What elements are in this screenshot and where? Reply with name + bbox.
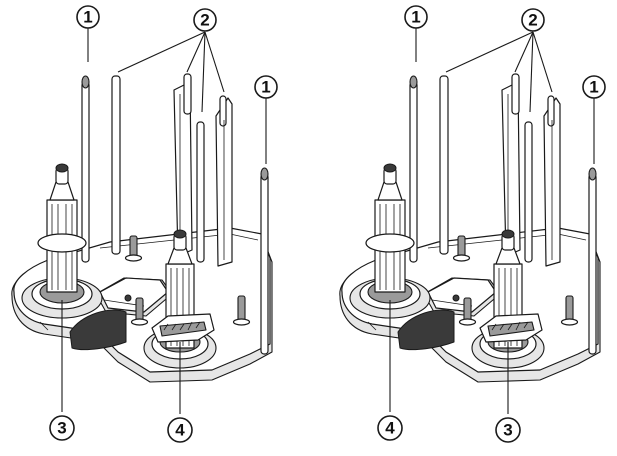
callout-2-left: 2 (193, 8, 217, 32)
leader-lines-right (389, 28, 595, 414)
callout-1-left-right: 1 (254, 75, 278, 99)
unit-right (339, 28, 601, 414)
callout-3-left: 3 (49, 415, 75, 441)
callout-1-right-top: 1 (404, 5, 428, 29)
svg-text:1: 1 (411, 8, 420, 27)
callout-4-left: 4 (167, 417, 193, 443)
callout-1-left-top: 1 (76, 5, 100, 29)
callout-4-right: 4 (377, 415, 403, 441)
svg-text:4: 4 (385, 419, 395, 438)
callout-3-right: 3 (495, 417, 521, 443)
svg-text:1: 1 (261, 78, 270, 97)
leader-lines-left (61, 28, 267, 414)
svg-text:1: 1 (589, 78, 598, 97)
unit-left (11, 28, 273, 414)
svg-text:3: 3 (57, 419, 66, 438)
callout-1-right-right: 1 (582, 75, 606, 99)
svg-text:2: 2 (528, 11, 537, 30)
svg-text:3: 3 (503, 421, 512, 440)
callout-2-right: 2 (521, 8, 545, 32)
svg-text:2: 2 (200, 11, 209, 30)
svg-text:4: 4 (175, 421, 185, 440)
svg-text:1: 1 (83, 8, 92, 27)
